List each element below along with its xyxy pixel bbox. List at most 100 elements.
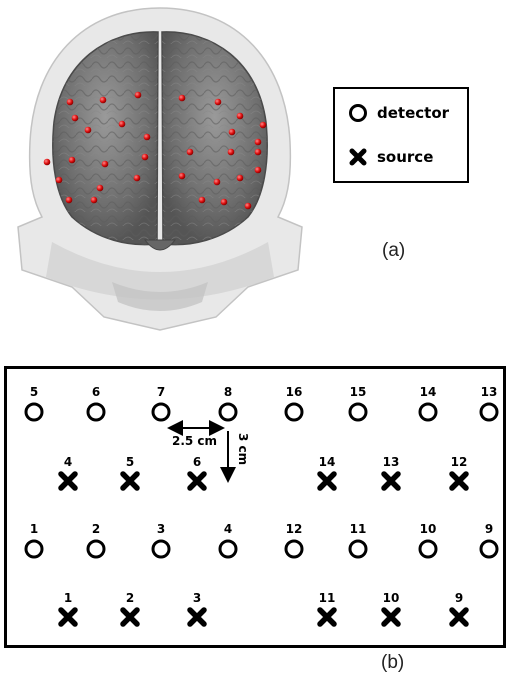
legend-detector-label: detector xyxy=(377,104,450,122)
source-2-label: 2 xyxy=(126,591,134,605)
optode-marker xyxy=(254,166,262,174)
source-4-icon xyxy=(58,471,78,491)
optode-marker xyxy=(236,174,244,182)
source-2-icon xyxy=(120,607,140,627)
source-3-icon xyxy=(187,607,207,627)
optode-marker xyxy=(118,120,126,128)
detector-3-icon xyxy=(151,539,171,559)
source-9-label: 9 xyxy=(455,591,463,605)
detector-14-label: 14 xyxy=(420,385,437,399)
optode-marker xyxy=(99,96,107,104)
optode-marker xyxy=(65,196,73,204)
source-12-icon xyxy=(449,471,469,491)
optode-marker xyxy=(178,172,186,180)
source-4-label: 4 xyxy=(64,455,72,469)
detector-7-label: 7 xyxy=(157,385,165,399)
detector-15-label: 15 xyxy=(350,385,367,399)
source-5-label: 5 xyxy=(126,455,134,469)
detector-11-label: 11 xyxy=(350,522,367,536)
detector-10-label: 10 xyxy=(420,522,437,536)
optode-marker xyxy=(66,98,74,106)
detector-11-icon xyxy=(348,539,368,559)
source-6-icon xyxy=(187,471,207,491)
source-12-label: 12 xyxy=(451,455,468,469)
source-13-label: 13 xyxy=(383,455,400,469)
detector-2-label: 2 xyxy=(92,522,100,536)
source-symbol-icon xyxy=(347,146,369,168)
optode-marker xyxy=(71,114,79,122)
optode-marker xyxy=(236,112,244,120)
optode-marker xyxy=(214,98,222,106)
optode-marker xyxy=(43,158,51,166)
detector-5-label: 5 xyxy=(30,385,38,399)
source-5-icon xyxy=(120,471,140,491)
optode-marker xyxy=(90,196,98,204)
optode-marker xyxy=(254,148,262,156)
optode-marker xyxy=(227,148,235,156)
source-10-icon xyxy=(381,607,401,627)
vertical-spacing-label: 3 cm xyxy=(236,433,250,465)
detector-9-label: 9 xyxy=(485,522,493,536)
detector-8-label: 8 xyxy=(224,385,232,399)
legend-source-label: source xyxy=(377,148,434,166)
detector-4-icon xyxy=(218,539,238,559)
detector-9-icon xyxy=(479,539,499,559)
optode-marker xyxy=(198,196,206,204)
legend-source: source xyxy=(347,146,433,168)
optode-marker xyxy=(220,198,228,206)
detector-6-label: 6 xyxy=(92,385,100,399)
optode-marker xyxy=(259,121,267,129)
optode-marker xyxy=(55,176,63,184)
optode-marker xyxy=(101,160,109,168)
optode-marker xyxy=(68,156,76,164)
source-10-label: 10 xyxy=(383,591,400,605)
detector-12-label: 12 xyxy=(286,522,303,536)
detector-16-label: 16 xyxy=(286,385,303,399)
source-14-icon xyxy=(317,471,337,491)
source-9-icon xyxy=(449,607,469,627)
detector-4-label: 4 xyxy=(224,522,232,536)
source-14-label: 14 xyxy=(319,455,336,469)
detector-symbol-icon xyxy=(347,102,369,124)
caption-a: (a) xyxy=(382,240,406,261)
detector-7-icon xyxy=(151,402,171,422)
horizontal-spacing-label: 2.5 cm xyxy=(172,434,217,448)
optode-marker xyxy=(186,148,194,156)
optode-marker xyxy=(134,91,142,99)
detector-14-icon xyxy=(418,402,438,422)
detector-1-label: 1 xyxy=(30,522,38,536)
detector-16-icon xyxy=(284,402,304,422)
detector-2-icon xyxy=(86,539,106,559)
detector-12-icon xyxy=(284,539,304,559)
source-11-icon xyxy=(317,607,337,627)
caption-b: (b) xyxy=(381,652,405,673)
optode-marker xyxy=(254,138,262,146)
detector-5-icon xyxy=(24,402,44,422)
optode-marker xyxy=(133,174,141,182)
source-1-icon xyxy=(58,607,78,627)
source-6-label: 6 xyxy=(193,455,201,469)
optode-markers xyxy=(43,91,267,210)
optode-marker xyxy=(143,133,151,141)
optode-marker xyxy=(84,126,92,134)
source-3-label: 3 xyxy=(193,591,201,605)
legend-detector: detector xyxy=(347,102,449,124)
source-1-label: 1 xyxy=(64,591,72,605)
source-13-icon xyxy=(381,471,401,491)
detector-3-label: 3 xyxy=(157,522,165,536)
detector-8-icon xyxy=(218,402,238,422)
legend-box: detector source xyxy=(333,87,469,183)
detector-1-icon xyxy=(24,539,44,559)
detector-6-icon xyxy=(86,402,106,422)
optode-marker xyxy=(228,128,236,136)
optode-marker xyxy=(213,178,221,186)
optode-marker xyxy=(244,202,252,210)
detector-15-icon xyxy=(348,402,368,422)
optode-marker xyxy=(141,153,149,161)
optode-marker xyxy=(96,184,104,192)
head-brain-rendering xyxy=(17,7,303,331)
detector-10-icon xyxy=(418,539,438,559)
optode-marker xyxy=(178,94,186,102)
